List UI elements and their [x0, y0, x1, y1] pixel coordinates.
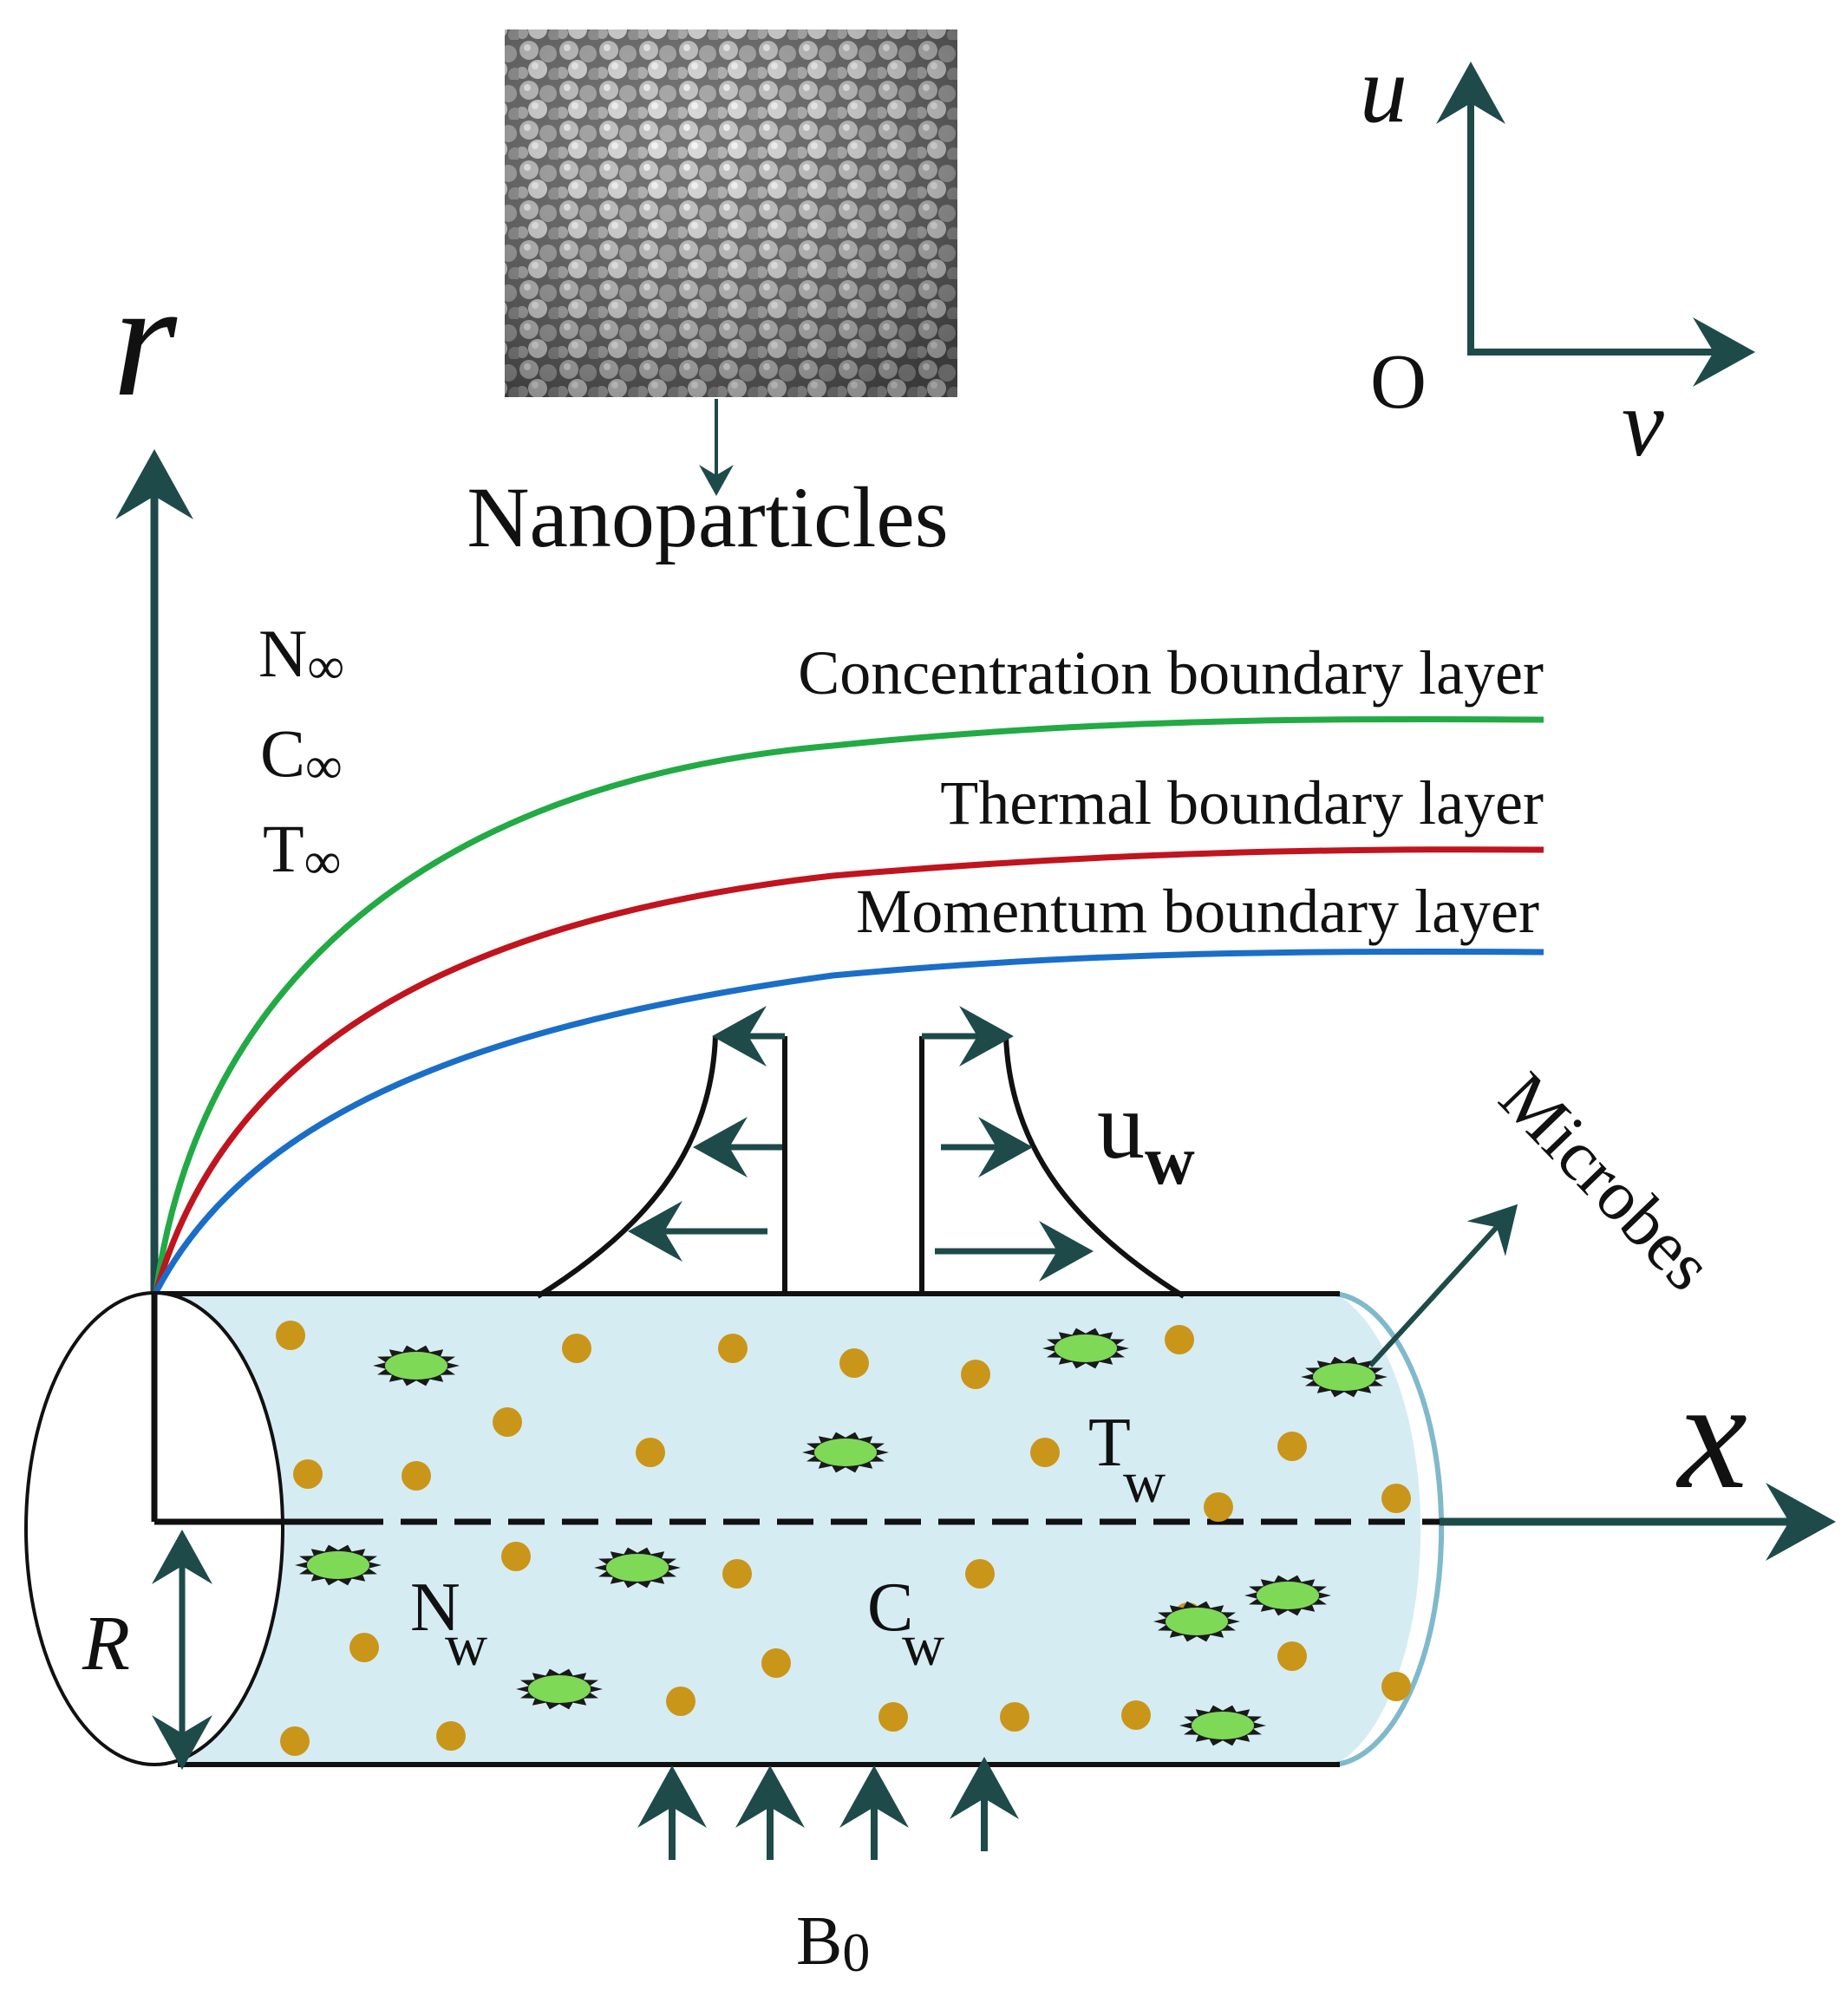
nanoparticle-dot [493, 1407, 522, 1437]
nanoparticles-label: Nanoparticles [467, 469, 948, 565]
nanoparticle-image [505, 29, 957, 397]
nanoparticle-dot [878, 1702, 908, 1732]
microbe-blob [295, 1544, 382, 1586]
nanoparticle-dot [761, 1648, 791, 1678]
microbe-blob [1244, 1575, 1331, 1616]
r-axis-label: r [113, 249, 178, 431]
momentum-boundary-layer-label: Momentum boundary layer [856, 877, 1539, 946]
velocity-profile-right [919, 1006, 1185, 1299]
v-axis-label: v [1622, 370, 1664, 476]
nanoparticle-dot [961, 1360, 990, 1389]
nanoparticle-dot [293, 1459, 323, 1489]
nanoparticle-dot [1030, 1438, 1060, 1467]
ambient-n-label: N∞ [258, 616, 344, 695]
u-axis-label: u [1360, 36, 1407, 142]
particle-field [276, 1321, 1411, 1756]
thermal-boundary-layer-curve [153, 846, 1544, 1293]
microbe-blob [802, 1432, 889, 1473]
microbe-blob [594, 1547, 681, 1589]
thermal-boundary-layer-label: Thermal boundary layer [940, 768, 1544, 838]
nanoparticle-dot [636, 1438, 665, 1467]
nanoparticle-dot [666, 1687, 695, 1716]
ambient-conditions: N∞ C∞ T∞ [258, 616, 344, 890]
nanoparticle-dot [1277, 1432, 1307, 1461]
wall-microbe-label: Nw [410, 1569, 487, 1678]
nanoparticle-dot [722, 1559, 752, 1589]
microbes-label: Microbes [1485, 1057, 1728, 1305]
microbe-blob [1301, 1356, 1388, 1398]
microbe-blob [1042, 1328, 1129, 1369]
microbe-blob [373, 1345, 460, 1386]
nanoparticle-dot [1000, 1702, 1029, 1732]
x-axis-label: x [1675, 1348, 1747, 1521]
concentration-boundary-layer-curve [153, 715, 1544, 1293]
nanoparticle-dot [436, 1721, 466, 1751]
nanoparticle-dot [1381, 1672, 1411, 1701]
nanoparticle-dot [839, 1348, 869, 1378]
nanoparticle-dot [1165, 1325, 1194, 1354]
momentum-boundary-layer-curve [153, 948, 1544, 1294]
nanoparticle-dot [1277, 1641, 1307, 1671]
microbes-pointer-arrow [1368, 1204, 1518, 1368]
origin-label: O [1370, 339, 1427, 425]
nanoparticle-dot [1204, 1492, 1233, 1522]
microbe-blob [1179, 1705, 1266, 1746]
magnetic-field-label: B0 [796, 1903, 870, 1983]
nanoparticle-dot [1121, 1700, 1151, 1730]
concentration-boundary-layer-label: Concentration boundary layer [798, 638, 1544, 708]
magnetic-field-arrows [637, 1757, 1019, 1860]
microbe-blob [516, 1668, 603, 1710]
microbe-field [295, 1328, 1388, 1746]
nanoparticle-dot [501, 1542, 531, 1571]
ambient-t-label: T∞ [263, 811, 341, 890]
ambient-c-label: C∞ [260, 715, 343, 794]
nanoparticle-dot [718, 1334, 748, 1363]
cylinder [24, 1291, 1445, 1767]
cylinder-right-cap [1335, 1291, 1445, 1767]
microbe-blob [1153, 1601, 1240, 1642]
wall-velocity-label: uw [1097, 1073, 1195, 1199]
velocity-profile-left [536, 1006, 787, 1299]
nanoparticle-dot [349, 1633, 379, 1662]
nanoparticle-dot [965, 1559, 995, 1589]
nanoparticle-dot [1381, 1484, 1411, 1513]
velocity-axes: u v O [1360, 36, 1755, 476]
nanoparticle-dot [402, 1461, 431, 1491]
nanoparticle-dot [280, 1726, 310, 1756]
cylinder-body [154, 1294, 1421, 1765]
wall-concentration-label: Cw [867, 1569, 944, 1678]
radius-label: R [82, 1601, 130, 1687]
nanoparticle-dot [276, 1321, 305, 1350]
nanoparticle-dot [562, 1334, 591, 1363]
